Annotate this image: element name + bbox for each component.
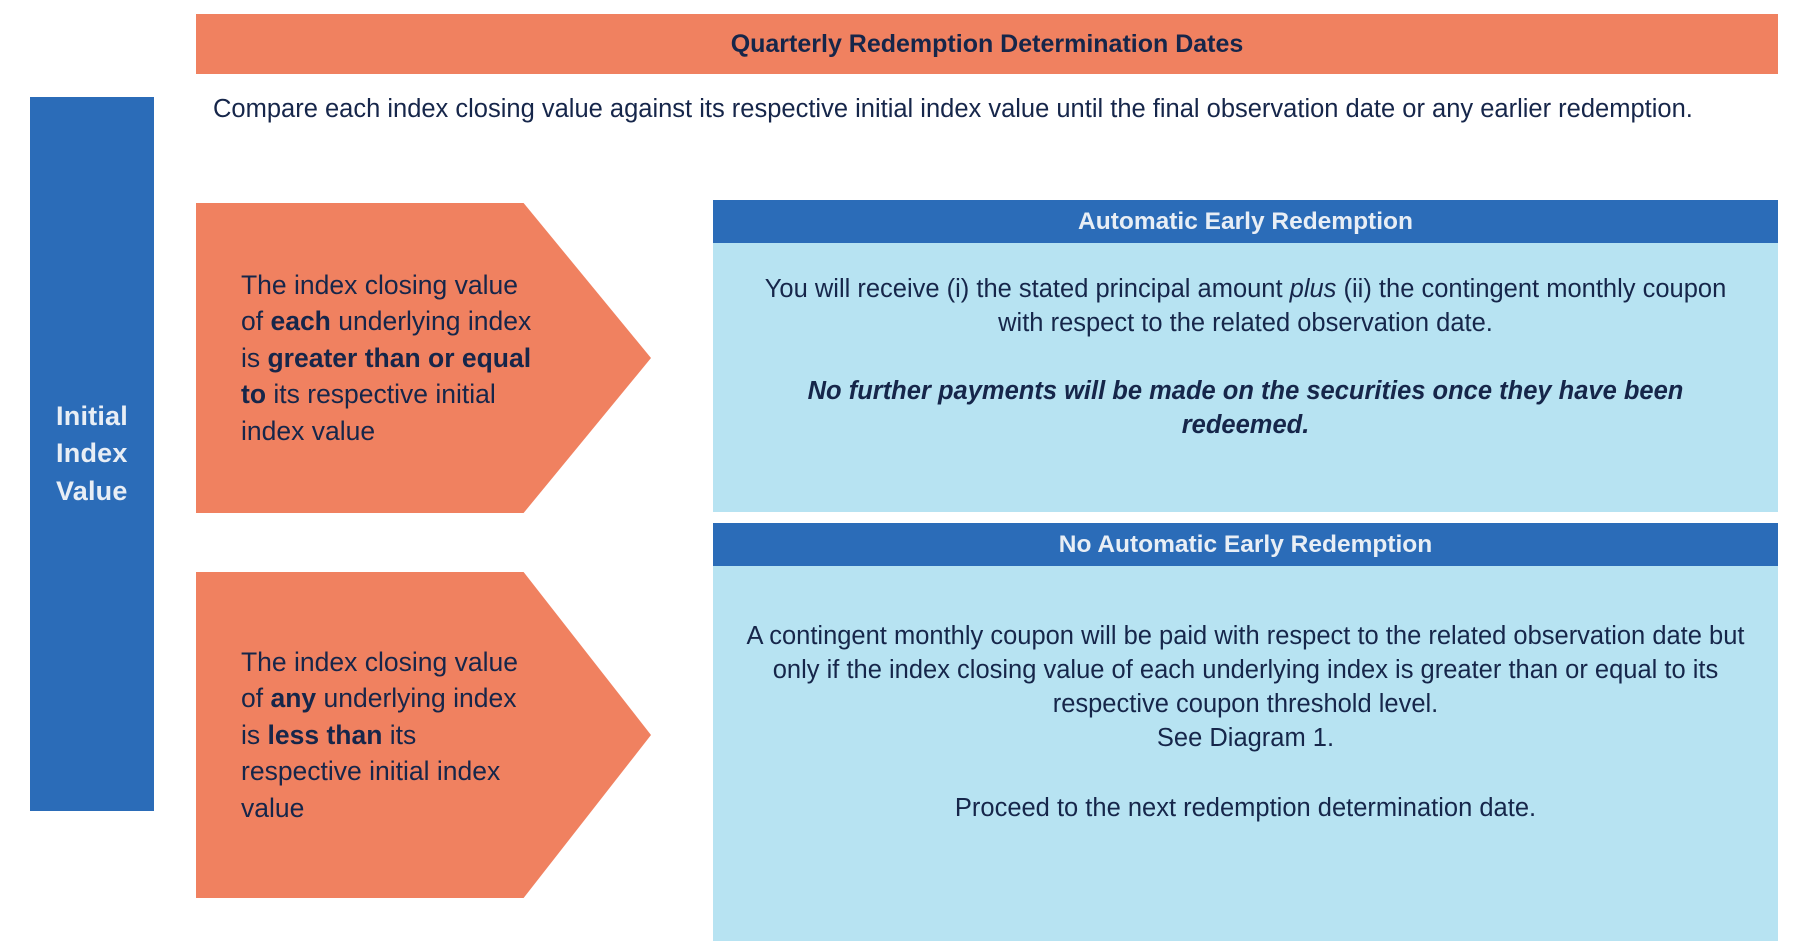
panel-no-automatic-early-redemption: No Automatic Early Redemption A continge…	[713, 523, 1778, 941]
condition-arrow-greater-or-equal: The index closing value of each underlyi…	[196, 203, 651, 513]
arrow1-seg-4: its respective initial index value	[241, 379, 496, 446]
initial-bar-line-2: Index	[56, 438, 128, 469]
panel-no-automatic-early-redemption-header-text: No Automatic Early Redemption	[1058, 530, 1433, 558]
panel-no-automatic-early-redemption-header: No Automatic Early Redemption	[713, 523, 1778, 566]
panel-automatic-early-redemption-header-text: Automatic Early Redemption	[1078, 207, 1413, 235]
panel-1-paragraph-2: No further payments will be made on the …	[807, 376, 1684, 439]
panel-2-paragraph-2: See Diagram 1.	[1156, 723, 1335, 752]
panel-1-paragraph-1-emphasis: plus	[1289, 275, 1337, 303]
panel-1-paragraph-1: You will receive (i) the stated principa…	[741, 273, 1751, 341]
intro-paragraph: Compare each index closing value against…	[213, 95, 1693, 123]
title-banner: Quarterly Redemption Determination Dates	[196, 14, 1778, 74]
arrow2-seg-3: less than	[267, 719, 383, 750]
condition-arrow-less-than: The index closing value of any underlyin…	[196, 572, 651, 898]
panel-2-paragraph-1: A contingent monthly coupon will be paid…	[746, 622, 1745, 718]
panel-automatic-early-redemption-header: Automatic Early Redemption	[713, 200, 1778, 243]
arrow1-seg-0: The index closing value of	[241, 269, 518, 337]
condition-arrow-greater-or-equal-text: The index closing value of each underlyi…	[241, 267, 541, 450]
title-banner-text: Quarterly Redemption Determination Dates	[730, 29, 1244, 58]
arrow2-seg-2: underlying index is	[241, 683, 517, 750]
initial-bar-line-3: Value	[56, 475, 128, 506]
initial-bar-line-1: Initial	[56, 401, 128, 432]
condition-arrow-less-than-text: The index closing value of any underlyin…	[241, 644, 541, 827]
arrow2-seg-0: The index closing value of	[241, 646, 518, 714]
initial-index-value-bar: Initial Index Value	[30, 97, 154, 811]
arrow2-seg-4: its respective initial index value	[241, 719, 501, 823]
arrow1-seg-3: greater than or equal to	[241, 342, 532, 410]
panel-1-paragraph-1-part-2: (ii) the contingent monthly coupon with …	[998, 275, 1727, 337]
arrow2-seg-1: any	[270, 683, 317, 714]
arrow1-seg-1: each	[270, 306, 331, 337]
arrow1-seg-2: underlying index is	[241, 306, 532, 373]
panel-automatic-early-redemption: Automatic Early Redemption You will rece…	[713, 200, 1778, 512]
initial-index-value-label: Initial Index Value	[56, 398, 128, 510]
panel-no-automatic-early-redemption-body: A contingent monthly coupon will be paid…	[713, 566, 1778, 941]
panel-1-paragraph-1-part-1: You will receive (i) the stated principa…	[764, 275, 1290, 303]
panel-automatic-early-redemption-body: You will receive (i) the stated principa…	[713, 243, 1778, 512]
panel-2-paragraph-3: Proceed to the next redemption determina…	[954, 793, 1537, 822]
